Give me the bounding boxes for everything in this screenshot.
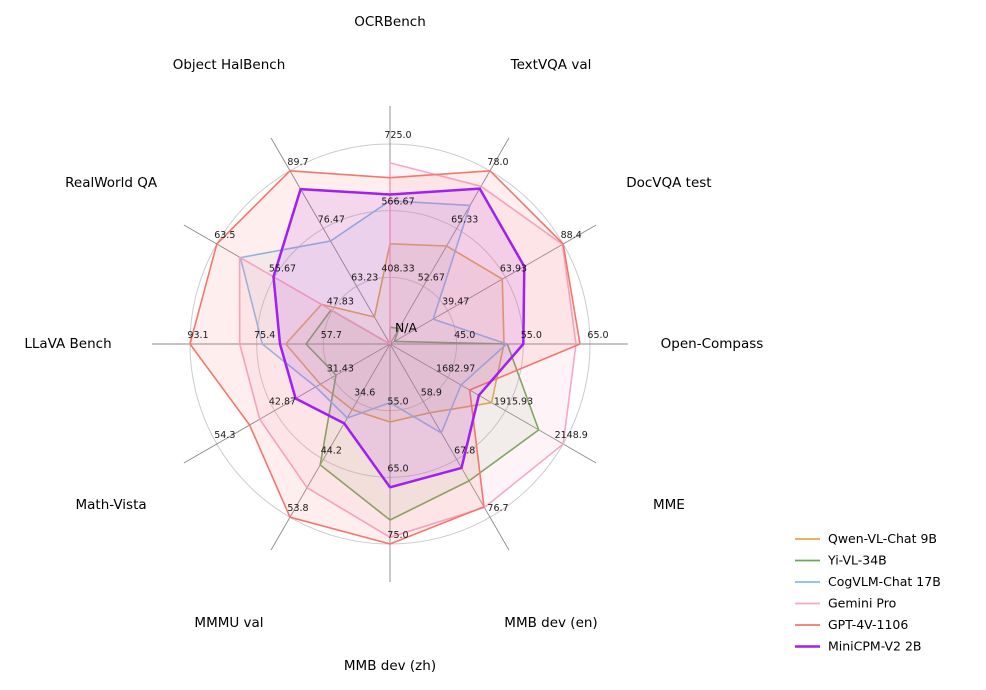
tick-label-realworld-qa-1: 55.67: [269, 263, 296, 274]
center-na-label: N/A: [395, 320, 418, 335]
axis-label-object-halbench: Object HalBench: [173, 57, 286, 73]
axis-label-llava-bench: LLaVA Bench: [24, 336, 111, 352]
series-fill-yi-vl-34b: [306, 310, 539, 520]
tick-label-docvqa-test-0: 39.47: [442, 297, 469, 308]
legend: Qwen-VL-Chat 9B Yi-VL-34B CogVLM-Chat 17B G…: [795, 531, 941, 654]
tick-label-math-vista-1: 42.87: [269, 397, 296, 408]
legend-label-minicpm-v2-2b: MiniCPM-V2 2B: [828, 639, 922, 654]
tick-label-ocrbench-0: 408.33: [381, 263, 414, 274]
tick-label-textvqa-val-1: 65.33: [451, 215, 478, 226]
axis-label-ocrbench: OCRBench: [354, 14, 426, 30]
legend-label-gemini-pro: Gemini Pro: [828, 596, 896, 611]
series-fill-minicpm-v2-2b: [273, 188, 525, 488]
tick-label-ocrbench-1: 566.67: [381, 197, 414, 208]
series-line-minicpm-v2-2b: [272, 187, 526, 489]
tick-label-object-halbench-0: 63.23: [351, 272, 378, 283]
tick-label-mme-0: 1682.97: [436, 363, 475, 374]
tick-label-mmb-dev-zh-2: 75.0: [387, 530, 408, 541]
tick-label-math-vista-2: 54.3: [214, 430, 235, 441]
series-fill-gpt-4v-1106: [190, 170, 580, 545]
axis-label-realworld-qa: RealWorld QA: [65, 175, 158, 191]
tick-label-mmmu-val-0: 34.6: [354, 388, 375, 399]
tick-label-mmb-dev-zh-1: 65.0: [387, 463, 408, 474]
legend-label-gpt-4v-1106: GPT-4V-1106: [828, 617, 908, 632]
axis-spoke-math-vista: [183, 343, 391, 464]
tick-label-mmb-dev-zh-0: 55.0: [387, 397, 408, 408]
series-line-gpt-4v-1106: [189, 170, 581, 545]
series-fill-qwen-vl-chat-9b: [285, 243, 504, 422]
axis-spoke-mmmu-val: [270, 343, 391, 551]
axis-label-mme: MME: [653, 497, 685, 513]
tick-label-mme-1: 1915.93: [494, 397, 533, 408]
axis-label-mmb-dev-en: MMB dev (en): [504, 615, 597, 631]
tick-label-docvqa-test-2: 88.4: [561, 230, 582, 241]
axis-label-textvqa-val: TextVQA val: [510, 57, 592, 73]
series-fill-gemini-pro: [239, 162, 576, 538]
axis-label-mmb-dev-zh: MMB dev (zh): [344, 658, 436, 674]
tick-label-object-halbench-2: 89.7: [287, 157, 308, 168]
legend-label-qwen-vl-chat-9b: Qwen-VL-Chat 9B: [828, 531, 937, 546]
tick-label-mme-2: 2148.9: [555, 430, 588, 441]
tick-label-mmb-dev-en-2: 76.7: [487, 503, 508, 514]
tick-label-open-compass-0: 45.0: [454, 330, 475, 341]
tick-label-mmmu-val-2: 53.8: [287, 503, 308, 514]
tick-label-realworld-qa-0: 47.83: [327, 297, 354, 308]
tick-label-open-compass-2: 65.0: [587, 330, 608, 341]
axis-label-open-compass: Open-Compass: [661, 336, 764, 352]
tick-label-llava-bench-0: 57.7: [321, 330, 342, 341]
axis-label-docvqa-test: DocVQA test: [626, 175, 711, 191]
axis-spoke-textvqa-val: [389, 137, 510, 345]
tick-label-llava-bench-1: 75.4: [254, 330, 275, 341]
axis-label-math-vista: Math-Vista: [76, 497, 147, 513]
tick-label-textvqa-val-2: 78.0: [487, 157, 508, 168]
axis-spoke-mme: [389, 343, 597, 464]
tick-label-open-compass-1: 55.0: [521, 330, 542, 341]
tick-label-textvqa-val-0: 52.67: [418, 272, 445, 283]
axis-label-mmmu-val: MMMU val: [194, 615, 263, 631]
tick-label-docvqa-test-1: 63.93: [500, 263, 527, 274]
tick-label-realworld-qa-2: 63.5: [214, 230, 235, 241]
tick-label-ocrbench-2: 725.0: [384, 130, 411, 141]
legend-label-cogvlm-chat-17b: CogVLM-Chat 17B: [828, 574, 941, 589]
tick-label-mmb-dev-en-1: 67.8: [454, 446, 475, 457]
tick-label-object-halbench-1: 76.47: [318, 215, 345, 226]
series-fill-cogvlm-chat-17b: [240, 200, 507, 433]
axis-spoke-mmb-dev-en: [389, 343, 510, 551]
tick-label-llava-bench-2: 93.1: [187, 330, 208, 341]
tick-label-mmmu-val-1: 44.2: [321, 446, 342, 457]
legend-label-yi-vl-34b: Yi-VL-34B: [827, 553, 887, 568]
tick-label-mmb-dev-en-0: 58.9: [421, 388, 442, 399]
tick-label-math-vista-0: 31.43: [327, 363, 354, 374]
